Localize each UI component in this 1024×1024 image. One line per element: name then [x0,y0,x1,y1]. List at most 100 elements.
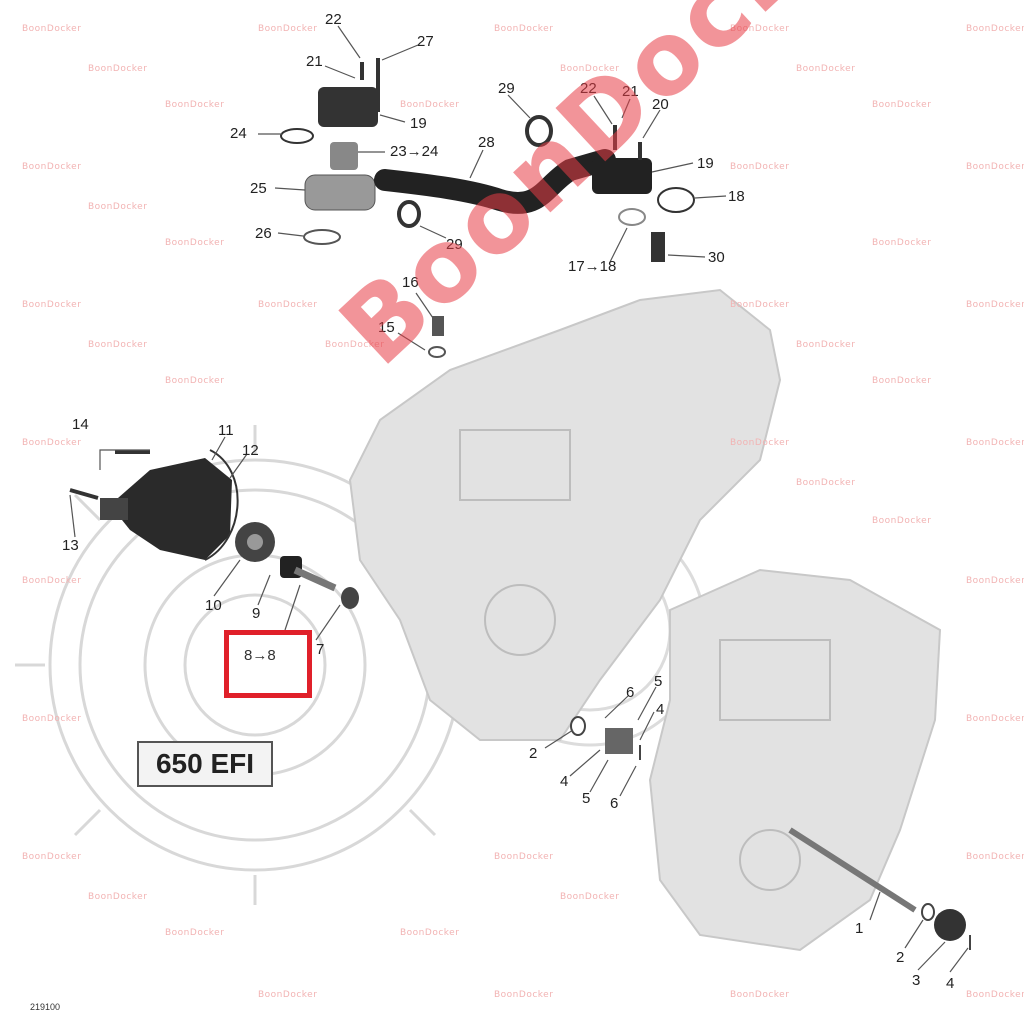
callout-20: 20 [652,96,669,113]
callout-2a: 2 [529,745,537,762]
thermostat-housing-right [592,125,695,262]
watermark-small: BoonDocker [966,300,1024,310]
sensor-plug [428,316,446,358]
watermark-small: BoonDocker [966,714,1024,724]
watermark-small: BoonDocker [966,576,1024,586]
watermark-small: BoonDocker [88,892,148,902]
reference-box [224,630,312,698]
watermark-small: BoonDocker [494,24,554,34]
watermark-small: BoonDocker [872,516,932,526]
watermark-small: BoonDocker [872,376,932,386]
watermark-small: BoonDocker [730,24,790,34]
callout-4b: 4 [560,773,568,790]
watermark-small: BoonDocker [494,990,554,1000]
crankcase-details [459,429,831,891]
callout-4a: 4 [656,701,664,718]
watermark-small: BoonDocker [22,300,82,310]
watermark-small: BoonDocker [730,300,790,310]
watermark-small: BoonDocker [165,238,225,248]
callout-18: 18 [728,188,745,205]
watermark-small: BoonDocker [560,892,620,902]
watermark-small: BoonDocker [258,990,318,1000]
callout-9: 9 [252,605,260,622]
callout-19b: 19 [697,155,714,172]
callout-27: 27 [417,33,434,50]
watermark-small: BoonDocker [796,340,856,350]
callout-19a: 19 [410,115,427,132]
callout-3: 3 [912,972,920,989]
watermark-small: BoonDocker [22,852,82,862]
callout-2b: 2 [896,949,904,966]
callout-10: 10 [205,597,222,614]
pump-drive-parts [570,716,641,760]
watermark-small: BoonDocker [22,438,82,448]
watermark-small: BoonDocker [966,24,1024,34]
watermark-small: BoonDocker [165,376,225,386]
callout-7: 7 [316,641,324,658]
callout-12: 12 [242,442,259,459]
watermark-small: BoonDocker [22,576,82,586]
watermark-small: BoonDocker [400,928,460,938]
watermark-small: BoonDocker [494,852,554,862]
watermark-small: BoonDocker [730,162,790,172]
watermark-small: BoonDocker [22,162,82,172]
watermark-small: BoonDocker [22,714,82,724]
callout-1: 1 [855,920,863,937]
callout-23-24: 23→24 [390,143,438,160]
watermark-small: BoonDocker [796,478,856,488]
callout-13: 13 [62,537,79,554]
callout-4c: 4 [946,975,954,992]
watermark-small: BoonDocker [966,852,1024,862]
watermark-small: BoonDocker [796,64,856,74]
watermark-small: BoonDocker [872,100,932,110]
watermark-small: BoonDocker [165,928,225,938]
callout-6a: 6 [626,684,634,701]
callout-5b: 5 [582,790,590,807]
watermark-small: BoonDocker [22,24,82,34]
callout-16: 16 [402,274,419,291]
watermark-small: BoonDocker [258,300,318,310]
callout-22a: 22 [325,11,342,28]
callout-29b: 29 [446,236,463,253]
watermark-small: BoonDocker [560,64,620,74]
callout-5a: 5 [654,673,662,690]
watermark-small: BoonDocker [258,24,318,34]
drive-shaft [788,827,971,950]
callout-6b: 6 [610,795,618,812]
callout-labels: 22 27 21 19 24 23→24 25 26 28 29 29 22 2… [62,11,954,992]
watermark-small: BoonDocker [730,990,790,1000]
callout-11: 11 [218,422,234,439]
doc-code: 219100 [30,1002,61,1012]
callout-15: 15 [378,319,395,336]
callout-26: 26 [255,225,272,242]
impeller [235,522,275,562]
leader-lines [69,25,969,973]
pump-shaft [280,556,359,609]
model-badge: 650 EFI [137,741,273,787]
watermark-small: BoonDocker [400,100,460,110]
callout-24: 24 [230,125,247,142]
callout-21b: 21 [622,83,639,100]
callout-25: 25 [250,180,267,197]
callout-14: 14 [72,416,89,433]
reference-box-label: 8→8 [244,647,276,664]
watermark-small: BoonDocker [966,438,1024,448]
watermark-small: BoonDocker [966,162,1024,172]
watermark-small: BoonDocker [872,238,932,248]
watermark-small: BoonDocker [165,100,225,110]
watermark-small: BoonDocker [88,64,148,74]
thermostat-housing-left [280,58,380,245]
callout-29a: 29 [498,80,515,97]
watermark-small: BoonDocker [88,340,148,350]
callout-30: 30 [708,249,725,266]
watermark-small: BoonDocker [966,990,1024,1000]
callout-21a: 21 [306,53,323,70]
callout-28: 28 [478,134,495,151]
watermark-small: BoonDocker [325,340,385,350]
engine-block [348,288,942,952]
callout-17-18: 17→18 [568,258,616,275]
callout-22b: 22 [580,80,597,97]
watermark-small: BoonDocker [88,202,148,212]
